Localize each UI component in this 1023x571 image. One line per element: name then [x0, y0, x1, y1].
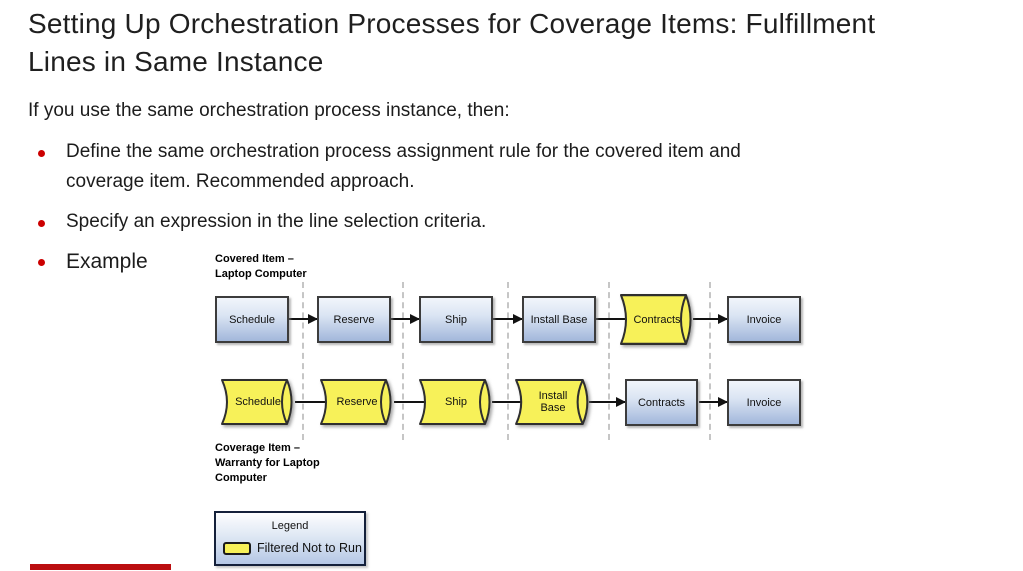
covered-item-label: Covered Item – Laptop Computer	[215, 253, 307, 280]
bullet-icon	[38, 220, 45, 227]
step-label: Schedule	[235, 396, 281, 408]
step-coverage-schedule-filtered: Schedule	[219, 379, 297, 425]
coverage-item-label: Coverage Item – Warranty for Laptop Comp…	[215, 442, 320, 484]
step-coverage-invoice: Invoice	[727, 379, 801, 426]
flow-arrow	[289, 314, 318, 324]
step-label: Ship	[444, 313, 468, 326]
column-separator	[507, 282, 509, 440]
step-covered-invoice: Invoice	[727, 296, 801, 343]
slide-title: Setting Up Orchestration Processes for C…	[28, 8, 876, 77]
bullet-icon	[38, 150, 45, 157]
step-covered-contracts-filtered: Contracts	[618, 294, 696, 345]
flow-arrow	[391, 314, 420, 324]
filtered-swatch-icon	[223, 541, 251, 555]
filtered-step-shape-icon	[221, 379, 293, 425]
column-separator	[608, 282, 610, 440]
step-label: Schedule	[229, 313, 275, 326]
legend-entry-label: Filtered Not to Run	[257, 541, 362, 555]
step-label: Contracts	[637, 396, 686, 409]
intro-text: If you use the same orchestration proces…	[28, 100, 510, 121]
step-label: Reserve	[336, 396, 378, 408]
step-label: Reserve	[333, 313, 375, 326]
step-coverage-ship-filtered: Ship	[417, 379, 495, 425]
step-covered-reserve: Reserve	[317, 296, 391, 343]
bullet-item: Define the same orchestration process as…	[66, 141, 741, 192]
filtered-step-shape-icon	[515, 379, 589, 425]
step-covered-install-base: Install Base	[522, 296, 596, 343]
column-separator	[402, 282, 404, 440]
step-coverage-contracts: Contracts	[625, 379, 698, 426]
step-coverage-install-base-filtered: Install Base	[513, 379, 593, 425]
flow-line	[295, 401, 330, 403]
step-covered-ship: Ship	[419, 296, 493, 343]
column-separator	[302, 282, 304, 440]
filtered-step-shape-icon	[419, 379, 491, 425]
bullet-item-example: Example	[66, 250, 148, 273]
flow-line	[394, 401, 427, 403]
flow-arrow	[493, 314, 523, 324]
step-label: Contracts	[633, 313, 681, 326]
filtered-step-shape-icon	[620, 294, 692, 345]
flow-arrow	[589, 397, 626, 407]
step-covered-schedule: Schedule	[215, 296, 289, 343]
bullet-icon	[38, 259, 45, 266]
flow-line	[596, 318, 630, 320]
step-coverage-reserve-filtered: Reserve	[318, 379, 396, 425]
step-label: Install Base	[538, 390, 568, 414]
legend-title: Legend	[271, 520, 309, 532]
step-label: Invoice	[746, 396, 782, 409]
slide-accent-bar	[30, 564, 171, 570]
legend: Legend Filtered Not to Run	[214, 511, 366, 566]
step-label: Invoice	[746, 313, 782, 326]
flow-line	[492, 401, 523, 403]
flow-arrow	[699, 397, 728, 407]
filtered-step-shape-icon	[320, 379, 392, 425]
column-separator	[709, 282, 711, 440]
step-label: Ship	[444, 396, 468, 408]
bullet-item: Specify an expression in the line select…	[66, 211, 487, 232]
step-label: Install Base	[530, 313, 588, 326]
flow-arrow	[693, 314, 728, 324]
